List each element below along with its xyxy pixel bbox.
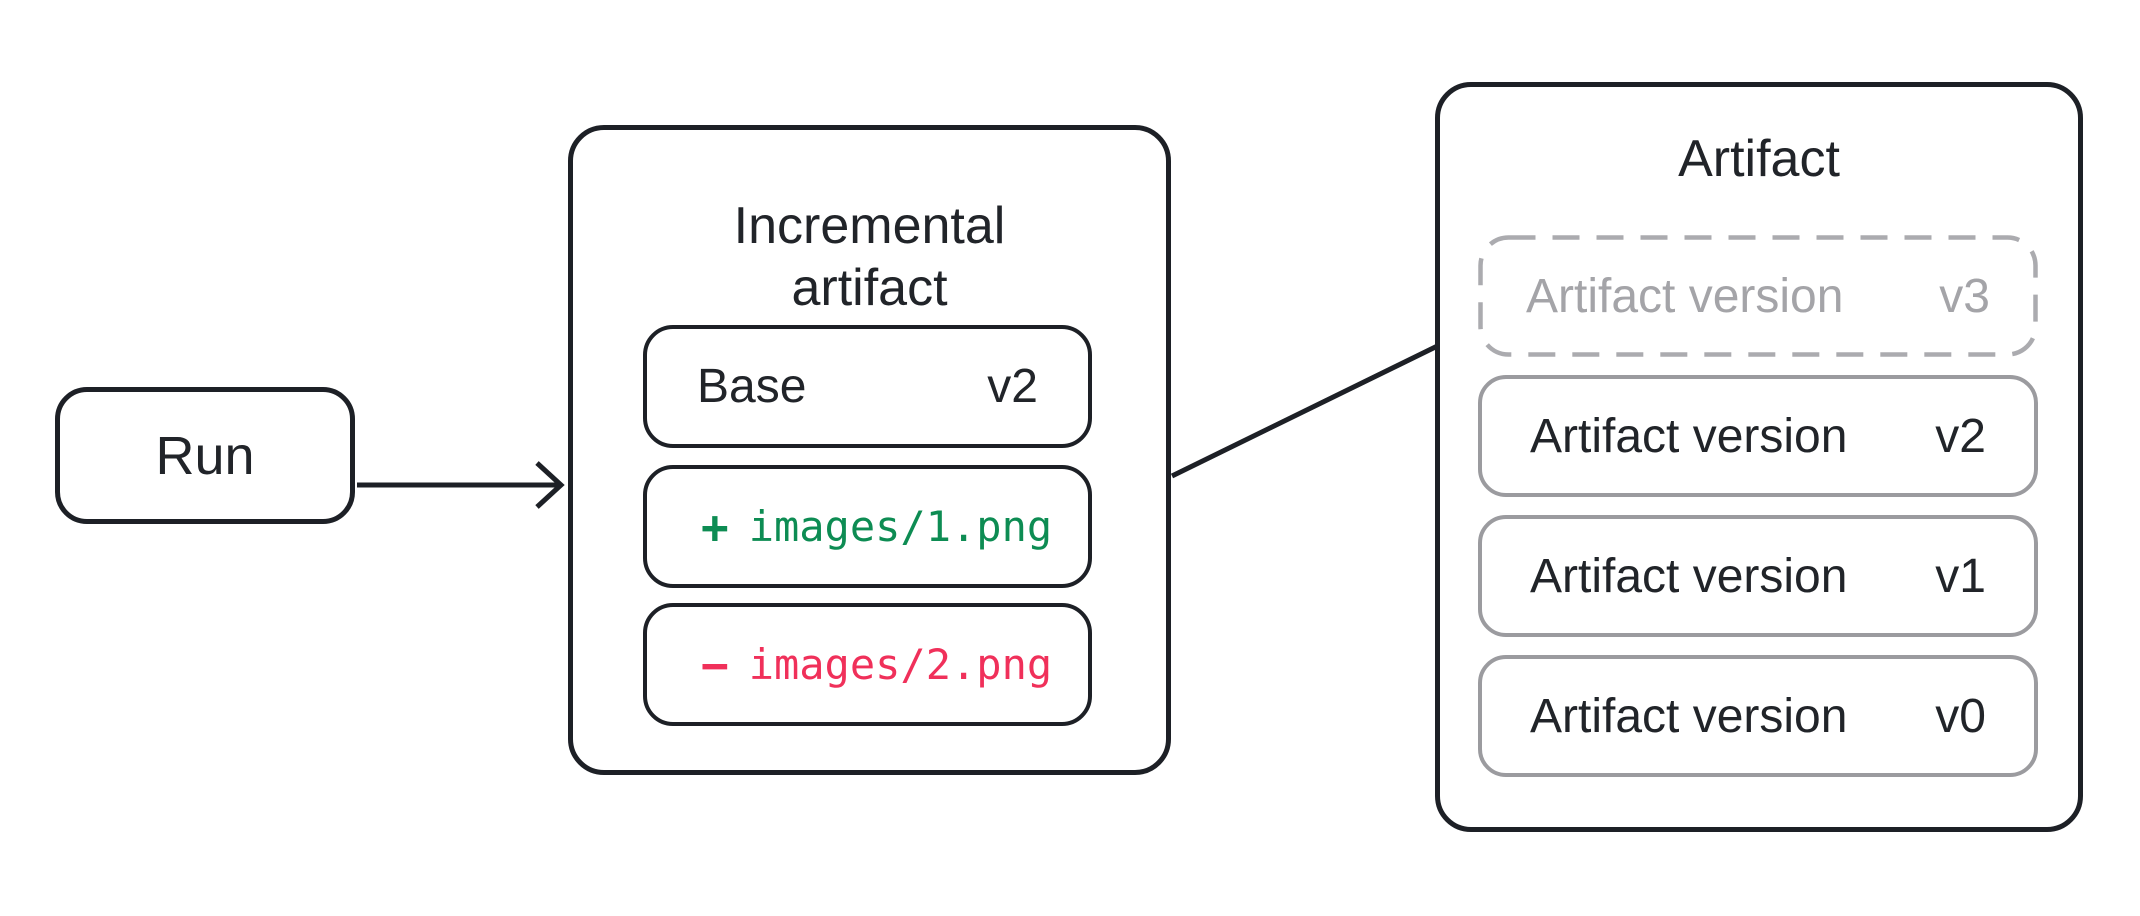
run-node: Run	[55, 387, 355, 524]
artifact-version-tag: v3	[1939, 269, 1990, 323]
arrow-incremental-to-artifact-version	[1170, 321, 1474, 479]
artifact-version-label: Artifact version	[1530, 409, 1848, 463]
artifact-version-label: Artifact version	[1530, 549, 1848, 603]
artifact-version-row: Artifact version v1	[1478, 515, 2038, 637]
artifact-version-label: Artifact version	[1530, 689, 1848, 743]
removed-file-path: images/2.png	[748, 640, 1053, 689]
run-node-label: Run	[155, 425, 255, 486]
artifact-version-label: Artifact version	[1526, 269, 1844, 323]
minus-icon: −	[701, 637, 729, 692]
artifact-version-tag: v2	[1935, 409, 1986, 463]
incremental-artifact-title-line1: Incremental	[733, 197, 1006, 255]
base-version-row: Base v2	[643, 325, 1092, 448]
plus-icon: +	[701, 499, 729, 554]
added-file-row: + images/1.png	[643, 465, 1092, 588]
artifact-version-tag: v1	[1935, 549, 1986, 603]
artifact-version-row: Artifact version v2	[1478, 375, 2038, 497]
incremental-artifact-title-line2: artifact	[791, 259, 948, 317]
artifact-version-row: Artifact version v0	[1478, 655, 2038, 777]
artifact-title: Artifact	[1678, 130, 1840, 188]
arrow-run-to-incremental	[357, 461, 565, 509]
artifact-version-tag: v0	[1935, 689, 1986, 743]
base-row-version: v2	[987, 360, 1038, 413]
base-row-label: Base	[697, 360, 807, 413]
added-file-path: images/1.png	[748, 502, 1053, 551]
removed-file-row: − images/2.png	[643, 603, 1092, 726]
artifact-version-row-pending: Artifact version v3	[1478, 235, 2038, 357]
incremental-artifact-title: Incremental artifact	[568, 195, 1171, 319]
